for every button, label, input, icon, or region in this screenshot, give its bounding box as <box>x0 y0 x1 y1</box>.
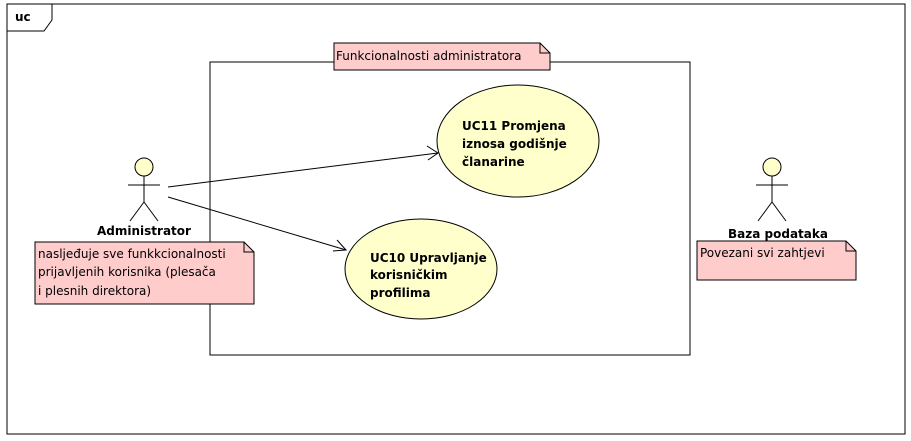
actor-baza-podataka[interactable]: Baza podataka <box>728 157 828 241</box>
admin-note-line-2: prijavljenih korisnika (plesača <box>38 265 216 279</box>
association-admin-uc11 <box>167 145 439 188</box>
admin-note-line-1: nasljeđuje sve funkkcionalnosti <box>38 247 226 261</box>
admin-note-line-3: i plesnih direktora) <box>38 284 151 298</box>
baza-note: Povezani svi zahtjevi <box>696 240 857 281</box>
actor-administrator[interactable]: Administrator <box>97 157 191 238</box>
use-case-uc11-line-1: UC11 Promjena <box>462 119 566 133</box>
use-case-uc10-line-3: profilima <box>370 286 430 300</box>
use-case-uc11-line-2: iznosa godišnje <box>462 137 567 151</box>
actor-baza-head <box>762 157 782 177</box>
use-case-uc10-line-1: UC10 Upravljanje <box>370 251 487 265</box>
use-case-uc11[interactable]: UC11 Promjena iznosa godišnje članarine <box>436 84 600 198</box>
system-boundary-note-text: Funkcionalnosti administratora <box>336 49 522 63</box>
use-case-uc10-line-2: korisničkim <box>370 268 447 282</box>
use-case-uc11-line-3: članarine <box>462 155 525 169</box>
use-case-uc10[interactable]: UC10 Upravljanje korisničkim profilima <box>344 218 498 320</box>
frame-label: uc <box>15 10 31 24</box>
baza-note-line-1: Povezani svi zahtjevi <box>700 246 825 260</box>
actor-administrator-head <box>134 157 154 177</box>
admin-note: nasljeđuje sve funkkcionalnosti prijavlj… <box>34 241 255 305</box>
actor-baza-name: Baza podataka <box>728 227 828 241</box>
system-boundary-note: Funkcionalnosti administratora <box>333 42 551 71</box>
actor-administrator-name: Administrator <box>97 224 191 238</box>
association-admin-uc10 <box>167 196 348 252</box>
frame-tab <box>6 3 53 32</box>
